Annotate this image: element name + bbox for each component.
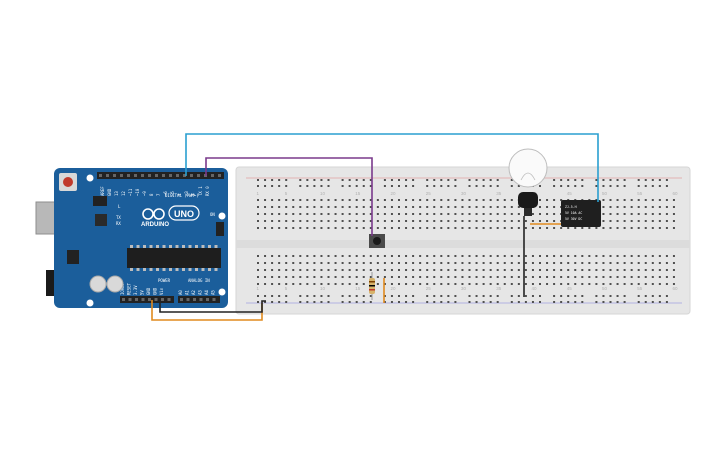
digital-pin-label: 13: [114, 191, 119, 196]
light-bulb[interactable]: [508, 148, 548, 216]
column-number-bottom: 20: [390, 286, 396, 291]
column-number-bottom: 5: [285, 286, 288, 291]
column-number-bottom: 10: [320, 286, 326, 291]
rx-led-label: RX: [116, 221, 121, 226]
column-number-bottom: 25: [426, 286, 432, 291]
analog-pin-label: A4: [204, 290, 209, 295]
digital-pin-label: ~6: [163, 191, 168, 196]
pushbutton[interactable]: [369, 234, 385, 248]
analog-pin-label: A0: [178, 290, 183, 295]
column-number-bottom: 60: [672, 286, 678, 291]
regulator: [67, 250, 79, 264]
digital-pin-label: 7: [156, 193, 161, 196]
digital-pin-label: 4: [177, 193, 182, 196]
power-pin-label: IOREF: [120, 282, 125, 295]
column-number-top: 45: [567, 191, 573, 196]
wire-purple[interactable]: [205, 157, 373, 236]
relay-label-3: 5V 30V DC: [565, 217, 582, 221]
icsp-header-2: [216, 222, 224, 236]
column-number-top: 55: [637, 191, 643, 196]
column-number-top: 10: [320, 191, 326, 196]
tx-led-label: TX: [116, 215, 121, 220]
digital-pin-label: 12: [121, 191, 126, 196]
relay-label-1: ZJ-5-H: [565, 205, 577, 209]
digital-pin-label: RX 0: [205, 186, 210, 196]
power-pin-label: 3.3V: [133, 285, 138, 295]
power-pin-header[interactable]: [120, 296, 174, 303]
capacitor: [106, 275, 124, 293]
analog-pin-label: A1: [185, 290, 190, 295]
model-label: UNO: [174, 209, 194, 219]
relay[interactable]: ZJ-5-H 5V 10A AC 5V 30V DC: [561, 200, 601, 227]
usb-chip: [95, 214, 107, 226]
column-number-top: 1: [257, 191, 260, 196]
column-number-top: 50: [602, 191, 608, 196]
analog-pin-header[interactable]: [178, 296, 220, 303]
column-number-bottom: 55: [637, 286, 643, 291]
capacitor: [89, 275, 107, 293]
power-pin-label: Vin: [159, 287, 164, 295]
brand-label: ARDUINO: [141, 222, 169, 228]
analog-pin-label: A5: [211, 290, 216, 295]
digital-pin-label: TX 1: [198, 186, 203, 196]
digital-header-label: DIGITAL (PWM~): [165, 193, 199, 198]
digital-pin-label: 2: [191, 193, 196, 196]
digital-pin-label: ~3: [184, 191, 189, 196]
power-header-label: POWER: [158, 278, 171, 283]
digital-pin-label: AREF: [100, 186, 105, 196]
breadboard-column-numbers: 1155101015152020252530303535404045455050…: [257, 191, 678, 291]
arduino-logo-icon: [142, 208, 165, 220]
digital-pin-label: ~10: [135, 188, 140, 196]
power-pin-label: RESET: [127, 282, 132, 295]
column-number-bottom: 1: [257, 286, 260, 291]
atmega-chip: [127, 248, 221, 268]
relay-label-2: 5V 10A AC: [565, 211, 582, 215]
analog-pin-label: A3: [198, 290, 203, 295]
digital-pin-label: ~9: [142, 191, 147, 196]
column-number-top: 5: [285, 191, 288, 196]
digital-pin-label: ~11: [128, 188, 133, 196]
column-number-top: 25: [426, 191, 432, 196]
column-number-bottom: 45: [567, 286, 573, 291]
column-number-top: 15: [355, 191, 361, 196]
column-number-bottom: 40: [531, 286, 537, 291]
power-pin-label: GND: [153, 287, 158, 295]
column-number-top: 60: [672, 191, 678, 196]
digital-pin-label: ~5: [170, 191, 175, 196]
power-pin-label: 5V: [140, 290, 145, 295]
wire-blue[interactable]: [185, 133, 599, 202]
column-number-bottom: 15: [355, 286, 361, 291]
analog-pin-label: A2: [191, 290, 196, 295]
column-number-bottom: 35: [496, 286, 502, 291]
breadboard-holes: [257, 179, 675, 303]
digital-pin-header[interactable]: [97, 172, 224, 179]
column-number-bottom: 50: [602, 286, 608, 291]
digital-pin-label: GND: [107, 188, 112, 196]
wire-black-gnd[interactable]: [159, 300, 266, 313]
column-number-top: 30: [461, 191, 467, 196]
power-pin-label: GND: [146, 287, 151, 295]
column-number-top: 35: [496, 191, 502, 196]
digital-pin-label: 8: [149, 193, 154, 196]
resistor[interactable]: [369, 272, 375, 300]
on-led-label: ON: [210, 212, 215, 217]
l-led-label: L: [118, 204, 121, 209]
column-number-top: 20: [390, 191, 396, 196]
column-number-bottom: 30: [461, 286, 467, 291]
breadboard[interactable]: 1155101015152020252530303535404045455050…: [235, 166, 691, 315]
icsp-header: [93, 196, 107, 206]
analog-header-label: ANALOG IN: [188, 278, 210, 283]
